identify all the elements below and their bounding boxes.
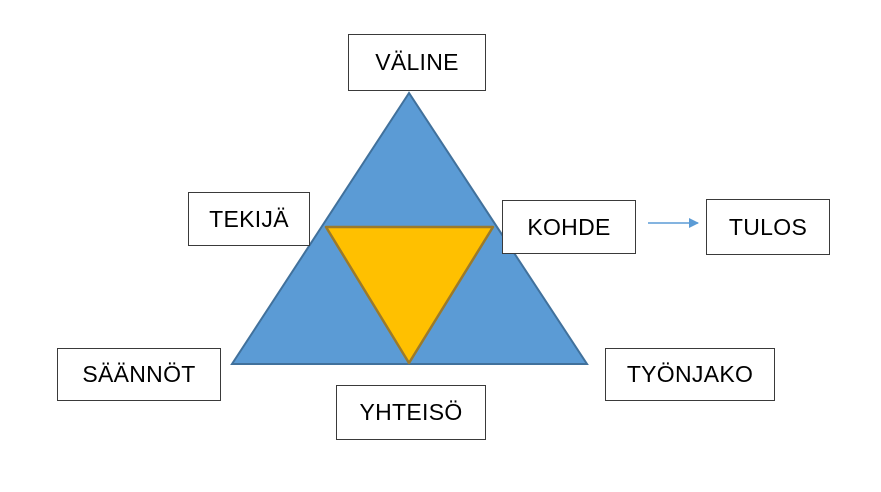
- tool-label: VÄLINE: [375, 49, 459, 75]
- subject-label-box: TEKIJÄ: [188, 192, 310, 246]
- tool-label-box: VÄLINE: [348, 34, 486, 91]
- outcome-label-box: TULOS: [706, 199, 830, 255]
- division-of-labor-label: TYÖNJAKO: [626, 361, 754, 387]
- division-of-labor-label-box: TYÖNJAKO: [605, 348, 775, 401]
- outcome-label: TULOS: [728, 213, 808, 240]
- subject-label: TEKIJÄ: [209, 205, 289, 232]
- rules-label: SÄÄNNÖT: [82, 361, 196, 387]
- object-label: KOHDE: [527, 213, 611, 240]
- community-label: YHTEISÖ: [359, 399, 463, 425]
- rules-label-box: SÄÄNNÖT: [57, 348, 221, 401]
- inner-triangle: [324, 225, 495, 365]
- object-label-box: KOHDE: [502, 200, 636, 254]
- community-label-box: YHTEISÖ: [336, 385, 486, 440]
